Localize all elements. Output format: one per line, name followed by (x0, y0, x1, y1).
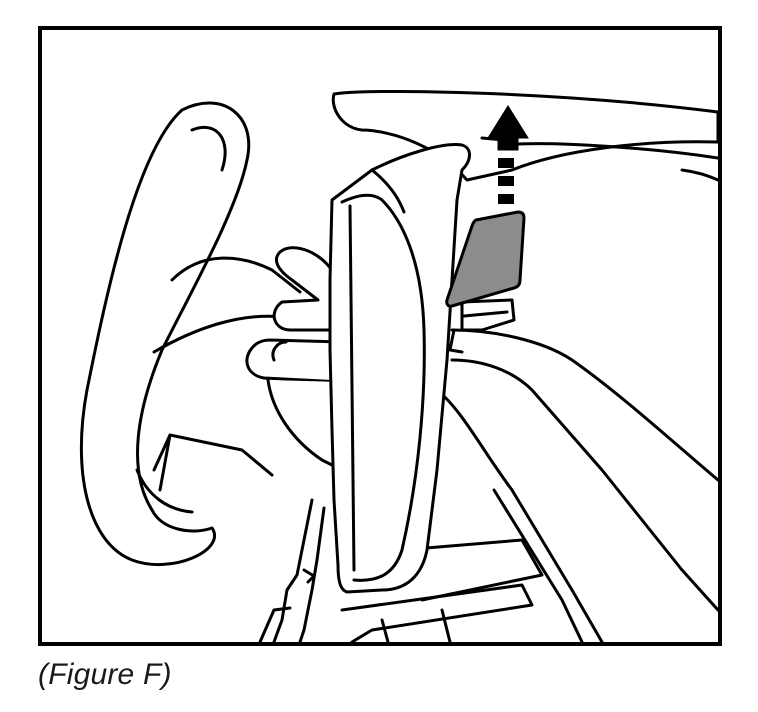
figure-caption: (Figure F) (38, 658, 172, 691)
line-drawing (79, 89, 718, 642)
hand (245, 246, 344, 472)
upright-panel (328, 143, 471, 594)
interior-frame (340, 328, 718, 642)
column-base (258, 458, 344, 642)
arrow-up-dashed-icon (487, 105, 529, 204)
highlighted-tab (445, 210, 526, 308)
figure-frame (38, 26, 722, 646)
steering-wheel (79, 101, 302, 566)
tab-bracket (448, 298, 516, 354)
